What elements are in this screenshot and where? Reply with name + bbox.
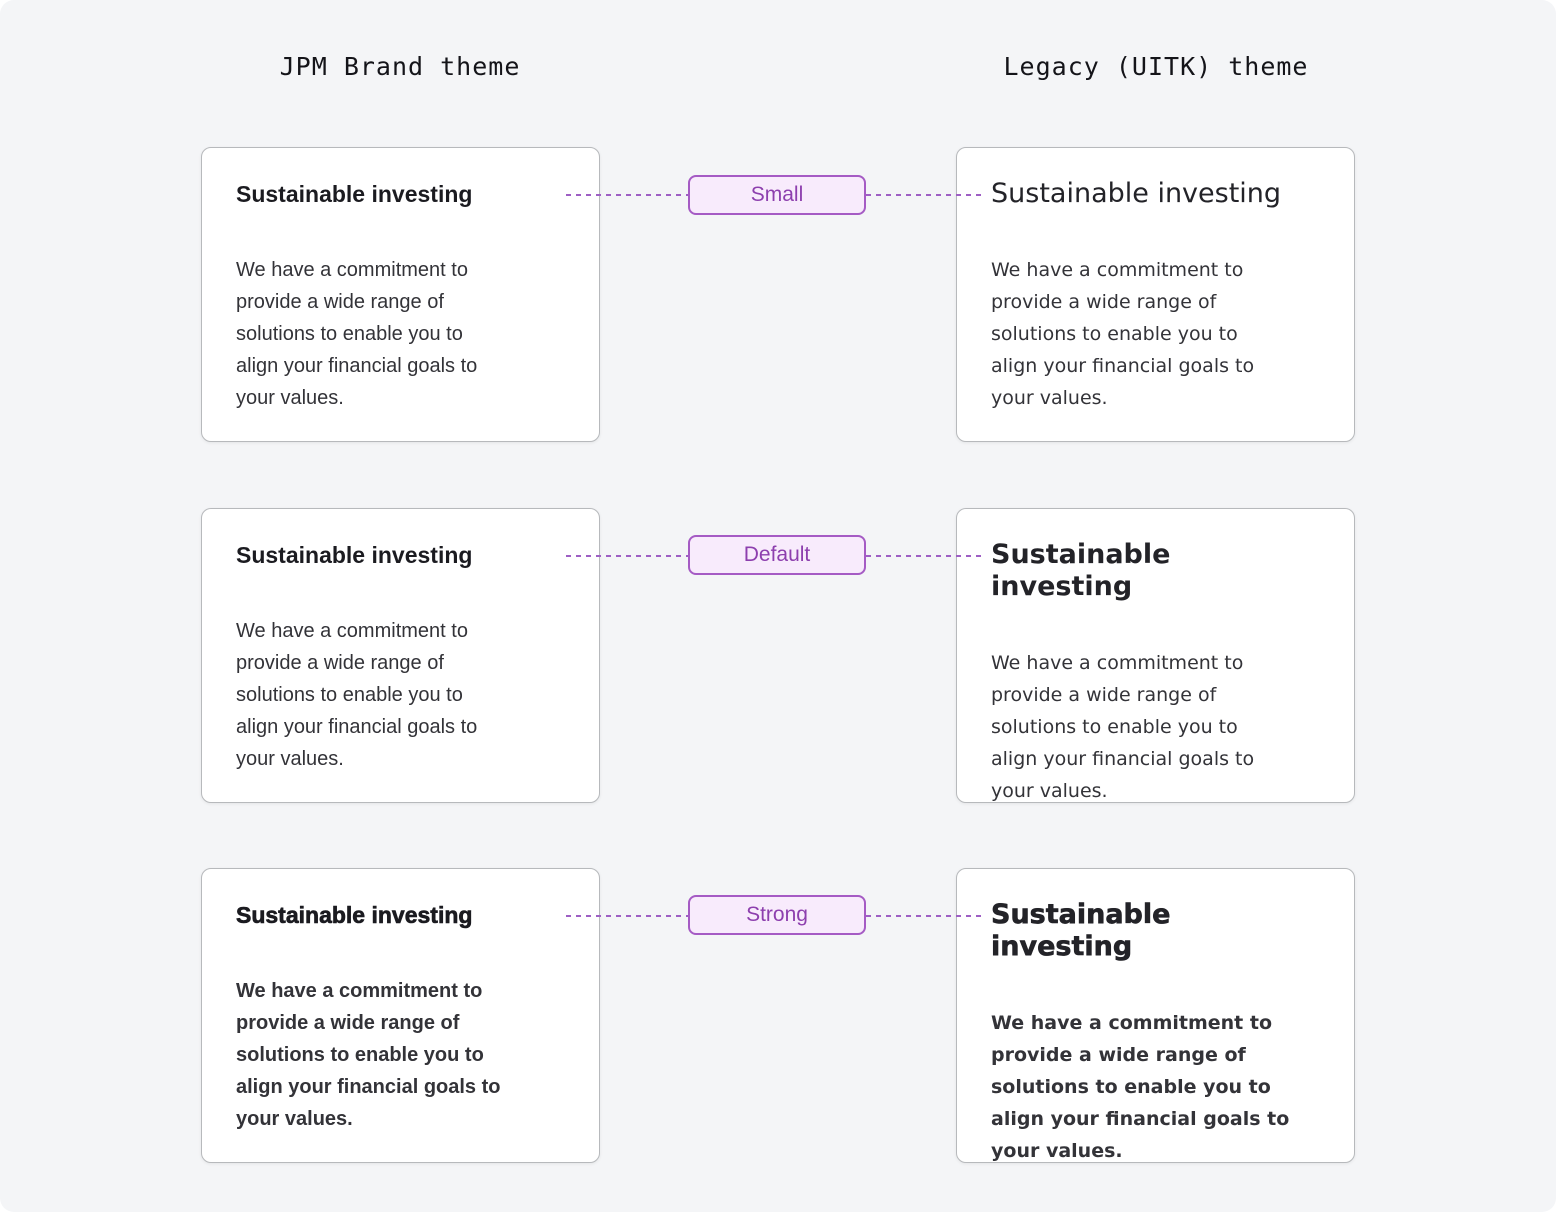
card-title: Sustainable investing — [236, 542, 473, 568]
card-description: We have a commitment to provide a wide r… — [991, 652, 1255, 802]
card-jpm-default: Sustainable investing We have a commitme… — [201, 508, 600, 803]
card-jpm-strong: Sustainable investing We have a commitme… — [201, 868, 600, 1163]
variant-badge-strong: Strong — [688, 895, 866, 935]
card-title: Sustainable investing — [991, 539, 1171, 602]
card-description: We have a commitment to provide a wide r… — [236, 980, 501, 1130]
card-title: Sustainable investing — [991, 899, 1171, 963]
card-description: We have a commitment to provide a wide r… — [991, 1012, 1290, 1162]
card-title: Sustainable investing — [236, 181, 473, 207]
card-jpm-small: Sustainable investing We have a commitme… — [201, 147, 600, 442]
card-title: Sustainable investing — [236, 902, 473, 929]
card-description: We have a commitment to provide a wide r… — [991, 259, 1255, 409]
column-header-jpm-brand: JPM Brand theme — [279, 52, 521, 81]
column-header-legacy-uitk: Legacy (UITK) theme — [1003, 52, 1309, 81]
card-title: Sustainable investing — [991, 178, 1282, 209]
card-legacy-small: Sustainable investing We have a commitme… — [956, 147, 1355, 442]
card-description: We have a commitment to provide a wide r… — [236, 620, 478, 770]
variant-badge-default: Default — [688, 535, 866, 575]
variant-badge-small: Small — [688, 175, 866, 215]
card-legacy-default: Sustainable investing We have a commitme… — [956, 508, 1355, 803]
card-legacy-strong: Sustainable investing We have a commitme… — [956, 868, 1355, 1163]
card-description: We have a commitment to provide a wide r… — [236, 259, 478, 409]
